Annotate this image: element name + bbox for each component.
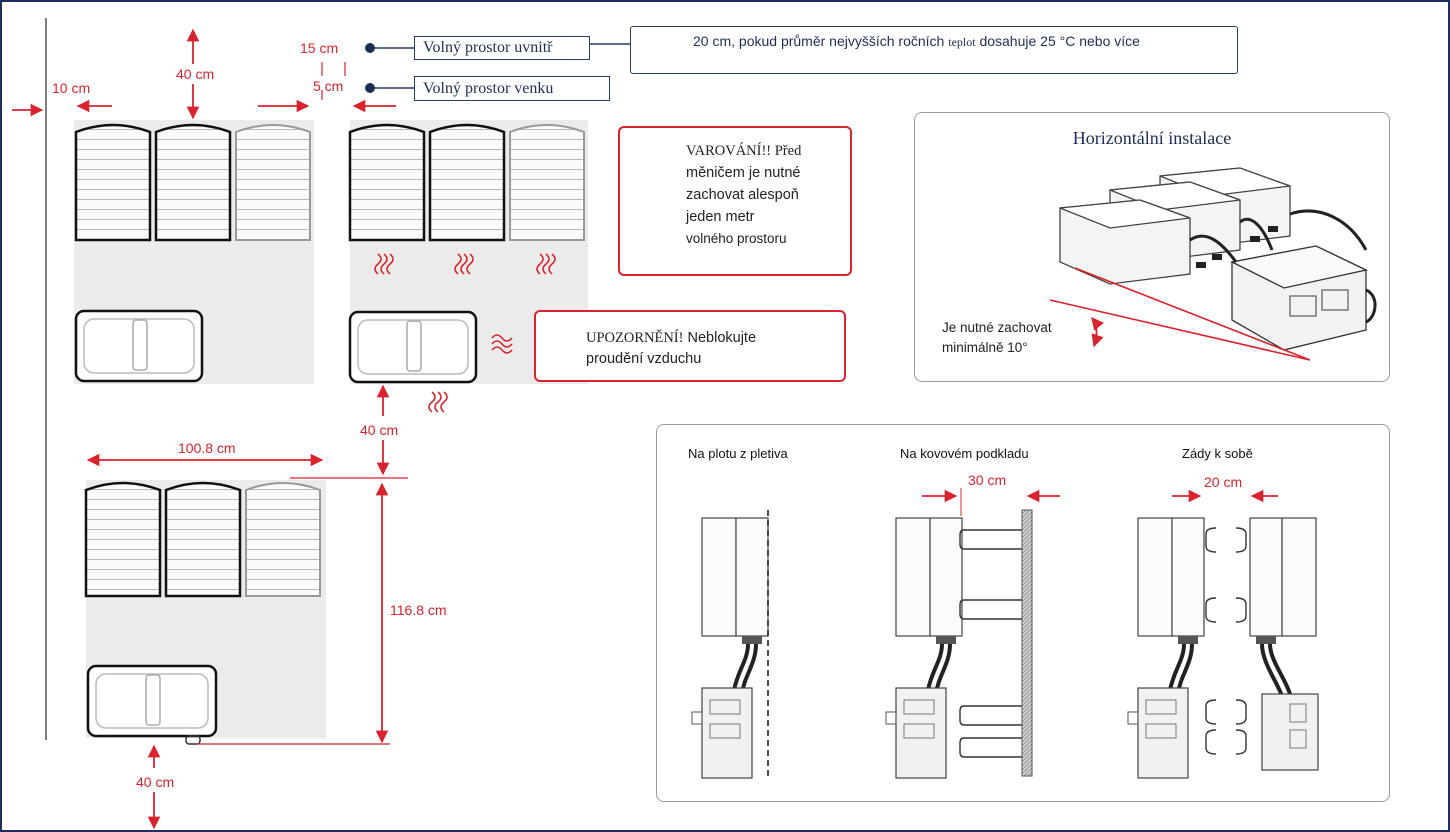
optimizer-module [74,123,152,242]
dimension-lines [12,28,396,830]
inverter-box [1229,245,1368,351]
heat-wave-icon [428,391,448,413]
dim-label-116-8cm: 116.8 cm [390,602,447,618]
warning-line-4: jeden metr [686,209,755,225]
module-group-outside [348,123,585,384]
heat-wave-icon [536,253,556,275]
horizontal-installation-illustration [1049,167,1377,361]
dim-label-40cm-mid: 40 cm [360,422,399,438]
mounting-brackets [959,529,1022,758]
dim-label-5cm: 5 cm [313,78,344,94]
warning-line-2: měničem je nutné [686,165,801,181]
angle-arc-arrow [1091,317,1105,348]
tag-inside-clearance: Volný prostor uvnitř [414,36,590,60]
optimizer-module [154,123,232,242]
optimizer-module [428,123,506,242]
optimizer-module [84,481,162,598]
warning-line-3: zachovat alespoň [686,187,799,203]
dim-label-10cm: 10 cm [52,80,91,96]
caution-line-1a: UPOZORNĚNÍ! [586,330,684,346]
warning-text: VAROVÁNÍ!! Před měničem je nutné zachova… [686,140,801,250]
mounting-header-back: Zády k sobě [1182,446,1253,461]
angle-base-line [1049,299,1311,361]
caution-text: UPOZORNĚNÍ! Neblokujte proudění vzduchu [586,328,756,370]
optimizer-module-faded [509,124,585,241]
caution-line-2: proudění vzduchu [586,351,702,367]
caution-line-1b: Neblokujte [683,330,757,346]
heat-wave-icons [374,253,556,413]
dim-label-20cm: 20 cm [1204,474,1243,490]
dim-label-40cm-top: 40 cm [176,66,215,82]
heat-wave-icon [374,253,394,275]
note-text-d: dosahuje 25 °C nebo více [975,33,1140,49]
mounting-header-metal: Na kovovém podkladu [900,446,1029,461]
caution-box: UPOZORNĚNÍ! Neblokujte proudění vzduchu [534,310,846,382]
inverter-unit [74,309,204,383]
temperature-note-text: 20 cm, pokud průměr nejvyšších ročních t… [693,32,1223,51]
warning-line-1: VAROVÁNÍ!! Před [686,143,802,159]
mesh-fence-illustration [691,510,769,780]
optimizer-module-faded [245,482,321,597]
optimizer-module [164,481,242,598]
warning-box: VAROVÁNÍ!! Před měničem je nutné zachova… [618,126,852,276]
optimizer-module-faded [235,124,311,241]
module-group-inside [74,123,311,383]
angle-note-line-2: minimálně 10° [942,340,1028,355]
dimension-extension-lines [196,62,408,745]
note-text-c: teplot [948,35,976,49]
note-text-b: , pokud průměr nejvyšších ročních [731,33,949,49]
angle-tilt-line [1074,267,1311,361]
dim-label-100-8cm: 100.8 cm [178,440,236,456]
inverter-unit [348,310,478,384]
optimizer-module [348,123,426,242]
temperature-note: 20 cm, pokud průměr nejvyšších ročních t… [630,26,1238,74]
note-text-a: 20 cm [693,33,732,49]
tag-connectors [365,43,630,93]
angle-note: Je nutné zachovat minimálně 10° [942,318,1052,358]
back-brackets [1205,527,1247,755]
horizontal-installation-title: Horizontální instalace [1072,128,1232,148]
dim-label-30cm: 30 cm [968,472,1007,488]
connectors [1196,226,1278,268]
mounting-header-mesh: Na plotu z pletiva [688,446,788,461]
module-row-back [1059,167,1291,285]
heat-wave-icon [491,334,513,354]
tag-outside-clearance: Volný prostor venku [414,76,610,101]
dim-label-40cm-bottom: 40 cm [136,774,175,790]
module-group-bottom [84,481,321,745]
warning-line-5: volného prostoru [686,231,787,246]
dim-label-15cm: 15 cm [300,40,339,56]
angle-note-line-1: Je nutné zachovat [942,320,1052,335]
metal-base-illustration [885,488,1060,779]
cables [1189,209,1377,324]
metal-plate [1021,509,1033,777]
inverter-unit [86,664,218,738]
heat-wave-icon [454,253,474,275]
back-to-back-illustration [1127,489,1319,779]
